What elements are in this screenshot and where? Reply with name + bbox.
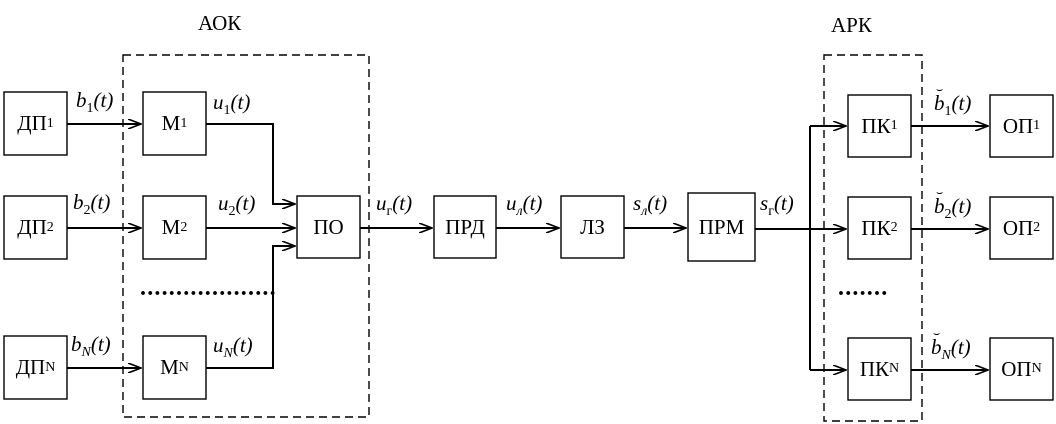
signal-bn: bN(t) (71, 332, 111, 361)
ark-frame (823, 54, 923, 422)
signal-ug: uг(t) (376, 191, 413, 220)
line-un (206, 246, 295, 369)
prm-label: ПРМ (698, 214, 745, 239)
signal-b1: b1(t) (76, 88, 114, 117)
signal-sl: sл(t) (633, 191, 668, 220)
signal-b2: b2(t) (73, 190, 111, 219)
estimate-mark-icon: ⌣ (933, 328, 941, 340)
ark-title: АРК (831, 13, 872, 37)
signal-un: uN(t) (213, 333, 253, 362)
line-u1 (206, 123, 295, 204)
po-label: ПО (313, 214, 344, 239)
aok-frame (122, 54, 370, 418)
signal-bhat2: ⌣ b2(t) (934, 187, 972, 223)
output-box-2 (989, 196, 1054, 260)
signal-bhatn: ⌣ bN(t) (931, 328, 971, 364)
output-box-n (989, 337, 1054, 401)
prd-label: ПРД (445, 214, 485, 239)
aok-ellipsis: ................... (140, 275, 277, 301)
aok-title: АОК (198, 11, 242, 35)
estimate-mark-icon: ⌣ (936, 187, 944, 199)
signal-u2: u2(t) (218, 191, 256, 220)
signal-ul: uл(t) (506, 191, 543, 220)
estimate-mark-icon: ⌣ (936, 84, 944, 96)
signal-bhat1: ⌣ b1(t) (934, 84, 972, 120)
signal-sg: sг(t) (760, 191, 794, 220)
prm-box (687, 192, 756, 262)
signal-u1: u1(t) (213, 90, 251, 119)
ark-ellipsis: ....... (838, 275, 889, 301)
output-box-1 (989, 94, 1054, 158)
lz-label: ЛЗ (580, 214, 605, 239)
